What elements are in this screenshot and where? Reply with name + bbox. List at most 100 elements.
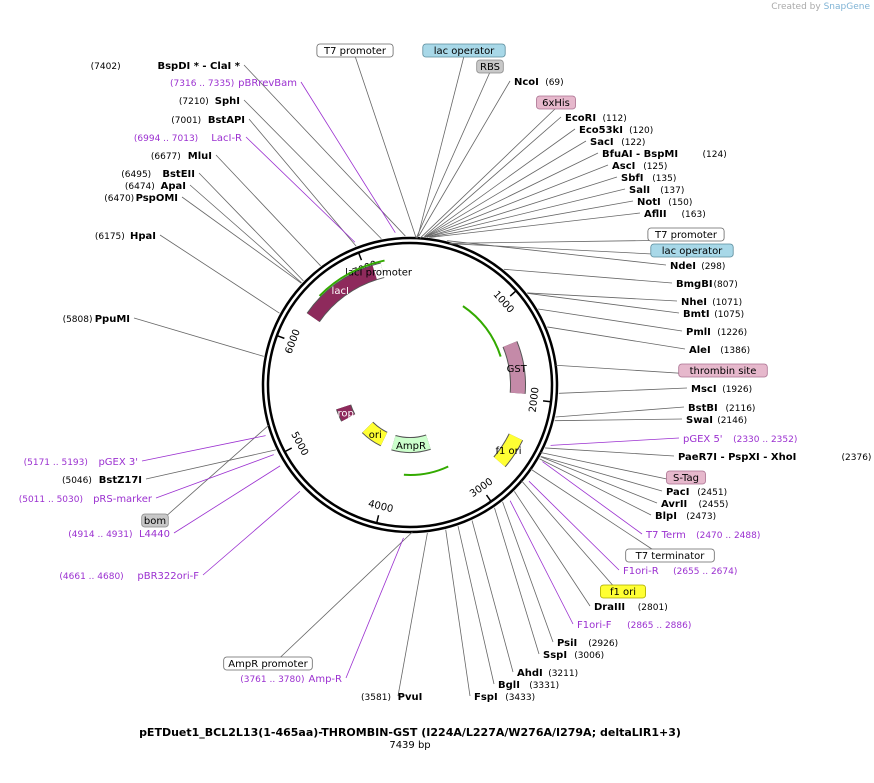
tick-label: 3000 — [468, 476, 495, 500]
enzyme-position: (6175) — [95, 232, 125, 242]
enzyme-position: (2451) — [697, 488, 727, 498]
tick-mark — [542, 400, 552, 403]
primer-name: Amp-R — [309, 674, 343, 685]
primer-range: (2330 .. 2352) — [733, 435, 797, 445]
feature-box — [600, 584, 647, 599]
feature-box-label: lac operator — [662, 246, 723, 257]
tick-label: 1000 — [491, 289, 516, 315]
enzyme-name: AflII — [644, 209, 667, 220]
enzyme-position: (124) — [703, 150, 727, 160]
enzyme-position: (2801) — [638, 603, 668, 613]
enzyme-position: (5808) — [63, 315, 93, 325]
enzyme-leader — [215, 154, 321, 267]
feature-leader — [417, 55, 465, 239]
enzyme-leader — [547, 326, 686, 350]
enzyme-position: (807) — [714, 280, 738, 290]
enzyme-name: DraIII — [594, 602, 625, 613]
enzyme-name: FspI — [474, 692, 498, 703]
feature-arc — [362, 422, 388, 446]
tick-label: 5000 — [288, 430, 310, 458]
primer-leader — [345, 537, 404, 679]
enzyme-name: NotI — [637, 197, 661, 208]
enzyme-name: Eco53kI — [579, 125, 623, 136]
enzyme-name: AscI — [612, 161, 635, 172]
enzyme-position: (122) — [621, 138, 645, 148]
primer-name: pRS-marker — [93, 494, 153, 505]
feature-label: ori — [369, 430, 382, 441]
enzyme-position: (3433) — [505, 693, 535, 703]
enzyme-position: (6495) — [121, 170, 151, 180]
enzyme-leader — [427, 188, 626, 238]
feature-arc — [503, 341, 525, 394]
enzyme-name: PspOMI — [136, 193, 178, 204]
primer-name: pBR322ori-F — [137, 571, 199, 582]
feature-label: GST — [507, 364, 528, 375]
enzyme-name: AleI — [689, 345, 711, 356]
enzyme-name: BstEII — [162, 169, 195, 180]
enzyme-name: BfuAI - BspMI — [602, 149, 678, 160]
enzyme-leader — [527, 292, 678, 302]
enzyme-name: SspI — [543, 650, 567, 661]
feature-leader — [449, 239, 687, 244]
enzyme-leader — [424, 128, 576, 238]
primer-name: L4440 — [139, 529, 170, 540]
enzyme-position: (3331) — [529, 681, 559, 691]
orf-arc — [403, 465, 449, 476]
enzyme-name: NheI — [681, 297, 707, 308]
feature-arc — [391, 435, 431, 452]
feature-box-label: T7 terminator — [635, 551, 706, 562]
enzyme-name: PsiI — [557, 638, 577, 649]
enzyme-name: AvrII — [661, 499, 687, 510]
feature-arc — [307, 265, 378, 322]
enzyme-leader — [181, 196, 302, 284]
tick-mark — [509, 290, 517, 297]
enzyme-name: BmtI — [683, 309, 710, 320]
feature-leader — [154, 425, 269, 527]
enzyme-leader — [558, 387, 688, 394]
enzyme-position: (2455) — [699, 500, 729, 510]
feature-leader — [354, 55, 417, 239]
feature-box — [678, 363, 768, 378]
backbone-inner — [266, 241, 554, 529]
enzyme-name: SphI — [215, 96, 240, 107]
enzyme-position: (6677) — [151, 152, 181, 162]
enzyme-name: NdeI — [670, 261, 696, 272]
feature-box-label: bom — [144, 516, 166, 527]
primer-leader — [173, 465, 281, 534]
tick-mark — [357, 252, 363, 261]
plasmid-size: 7439 bp — [389, 740, 431, 751]
tick-mark — [284, 447, 293, 453]
feature-box-label: RBS — [480, 62, 500, 73]
feature-box-label: S-Tag — [673, 473, 699, 484]
enzyme-leader — [145, 449, 276, 480]
feature-box — [141, 513, 169, 528]
primer-name: T7 Term — [645, 530, 686, 541]
primer-leader — [245, 136, 356, 243]
enzyme-name: HpaI — [130, 231, 156, 242]
enzyme-position: (1386) — [720, 346, 750, 356]
enzyme-leader — [425, 164, 609, 238]
enzyme-leader — [189, 184, 302, 284]
feature-label: f1 ori — [495, 446, 521, 457]
primer-leader — [550, 437, 680, 446]
enzyme-position: (120) — [629, 126, 653, 136]
enzyme-position: (3006) — [574, 651, 604, 661]
enzyme-position: (6470) — [104, 194, 134, 204]
feature-label: lacI — [332, 286, 349, 297]
enzyme-leader — [545, 447, 675, 457]
enzyme-name: BstAPI — [208, 115, 245, 126]
feature-box-label: thrombin site — [690, 366, 757, 377]
feature-box-label: f1 ori — [610, 587, 636, 598]
enzyme-name: SwaI — [686, 415, 713, 426]
enzyme-leader — [430, 212, 641, 238]
primer-leader — [528, 480, 620, 571]
enzyme-name: ApaI — [161, 181, 186, 192]
feature-arc — [494, 433, 523, 467]
enzyme-name: SalI — [629, 185, 650, 196]
enzyme-leader — [133, 317, 264, 357]
enzyme-position: (3211) — [548, 669, 578, 679]
feature-leader — [540, 452, 687, 484]
enzyme-leader — [198, 172, 304, 282]
feature-box — [625, 548, 715, 563]
enzyme-position: (7001) — [171, 116, 201, 126]
